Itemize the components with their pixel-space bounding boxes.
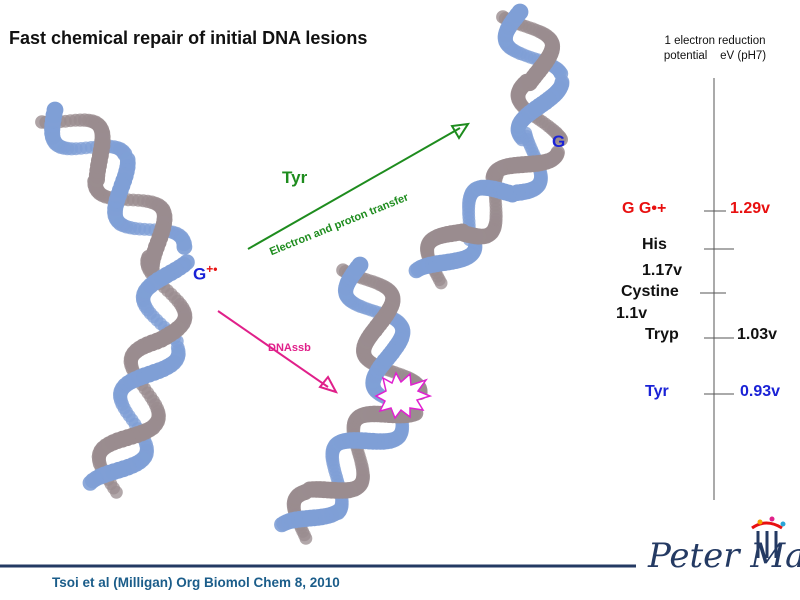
scale-his-name: His — [642, 236, 667, 253]
dnassb-arrowhead-icon — [318, 375, 339, 394]
dna-bead — [553, 132, 569, 147]
dnassb-arrow — [217, 310, 329, 388]
citation: Tsoi et al (Milligan) Org Biomol Chem 8,… — [52, 575, 340, 590]
scale-his-value: 1.17v — [642, 262, 683, 279]
g-radical-base: G — [193, 264, 207, 284]
dna-bead — [319, 481, 337, 499]
scale-header-line2: potential eV (pH7) — [663, 50, 767, 62]
dna-bead — [118, 429, 136, 447]
scale-cystine-value: 1.1v — [616, 305, 648, 322]
dna-bead — [91, 152, 108, 170]
logo-wordmark: Peter Mac — [648, 536, 800, 576]
strand-break-starburst-icon — [374, 371, 433, 420]
dna-bead — [110, 485, 123, 499]
peter-mac-logo-figure-icon — [751, 516, 786, 558]
dna-bead — [158, 266, 176, 284]
transfer-arrowhead-icon — [450, 122, 470, 140]
dna-bead — [517, 156, 535, 173]
dna-bead — [110, 461, 127, 479]
dna-bead — [378, 349, 396, 367]
scale-cystine-name: Cystine — [621, 283, 679, 300]
dna-bead — [351, 256, 369, 274]
dna-bead — [176, 239, 193, 255]
scale-g-value: 1.29v — [730, 200, 771, 217]
scale-tyr-name: Tyr — [645, 383, 669, 400]
dna-bead — [356, 432, 374, 450]
dna-bead — [434, 276, 448, 290]
scale-tyr-value: 0.93v — [740, 383, 781, 400]
dna-bead — [140, 365, 158, 383]
transfer-arrow — [247, 127, 461, 250]
scale-tryp-name: Tryp — [645, 326, 679, 343]
scale-tryp-value: 1.03v — [737, 326, 778, 343]
dna-bead — [530, 62, 548, 80]
dna-bead — [302, 509, 319, 527]
dna-helix-repaired — [408, 3, 570, 290]
scale-header-line1: 1 electron reduction — [664, 35, 766, 47]
scale-header: 1 electron reduction potential eV (pH7) — [640, 34, 790, 64]
dna-bead — [496, 183, 514, 201]
dna-bead — [299, 532, 313, 545]
dna-bead — [371, 315, 388, 333]
dna-bead — [511, 3, 529, 21]
dna-helix-damaged — [35, 101, 195, 499]
dna-bead — [46, 101, 64, 119]
dna-bead — [149, 233, 167, 251]
dna-bead — [153, 330, 170, 348]
g-radical-label: G+• — [193, 262, 217, 285]
dna-bead — [530, 97, 548, 115]
scale-g-name: G G•+ — [622, 200, 667, 217]
dna-bead — [450, 224, 467, 241]
tyr-arrow-label: Tyr — [282, 168, 308, 187]
dna-bead — [113, 177, 131, 194]
page-title: Fast chemical repair of initial DNA lesi… — [9, 28, 368, 48]
dna-bead — [436, 254, 453, 271]
dnassb-label: DNAssb — [268, 342, 311, 354]
g-radical-charge: +• — [206, 262, 218, 276]
g-repaired-label: G — [552, 132, 566, 151]
